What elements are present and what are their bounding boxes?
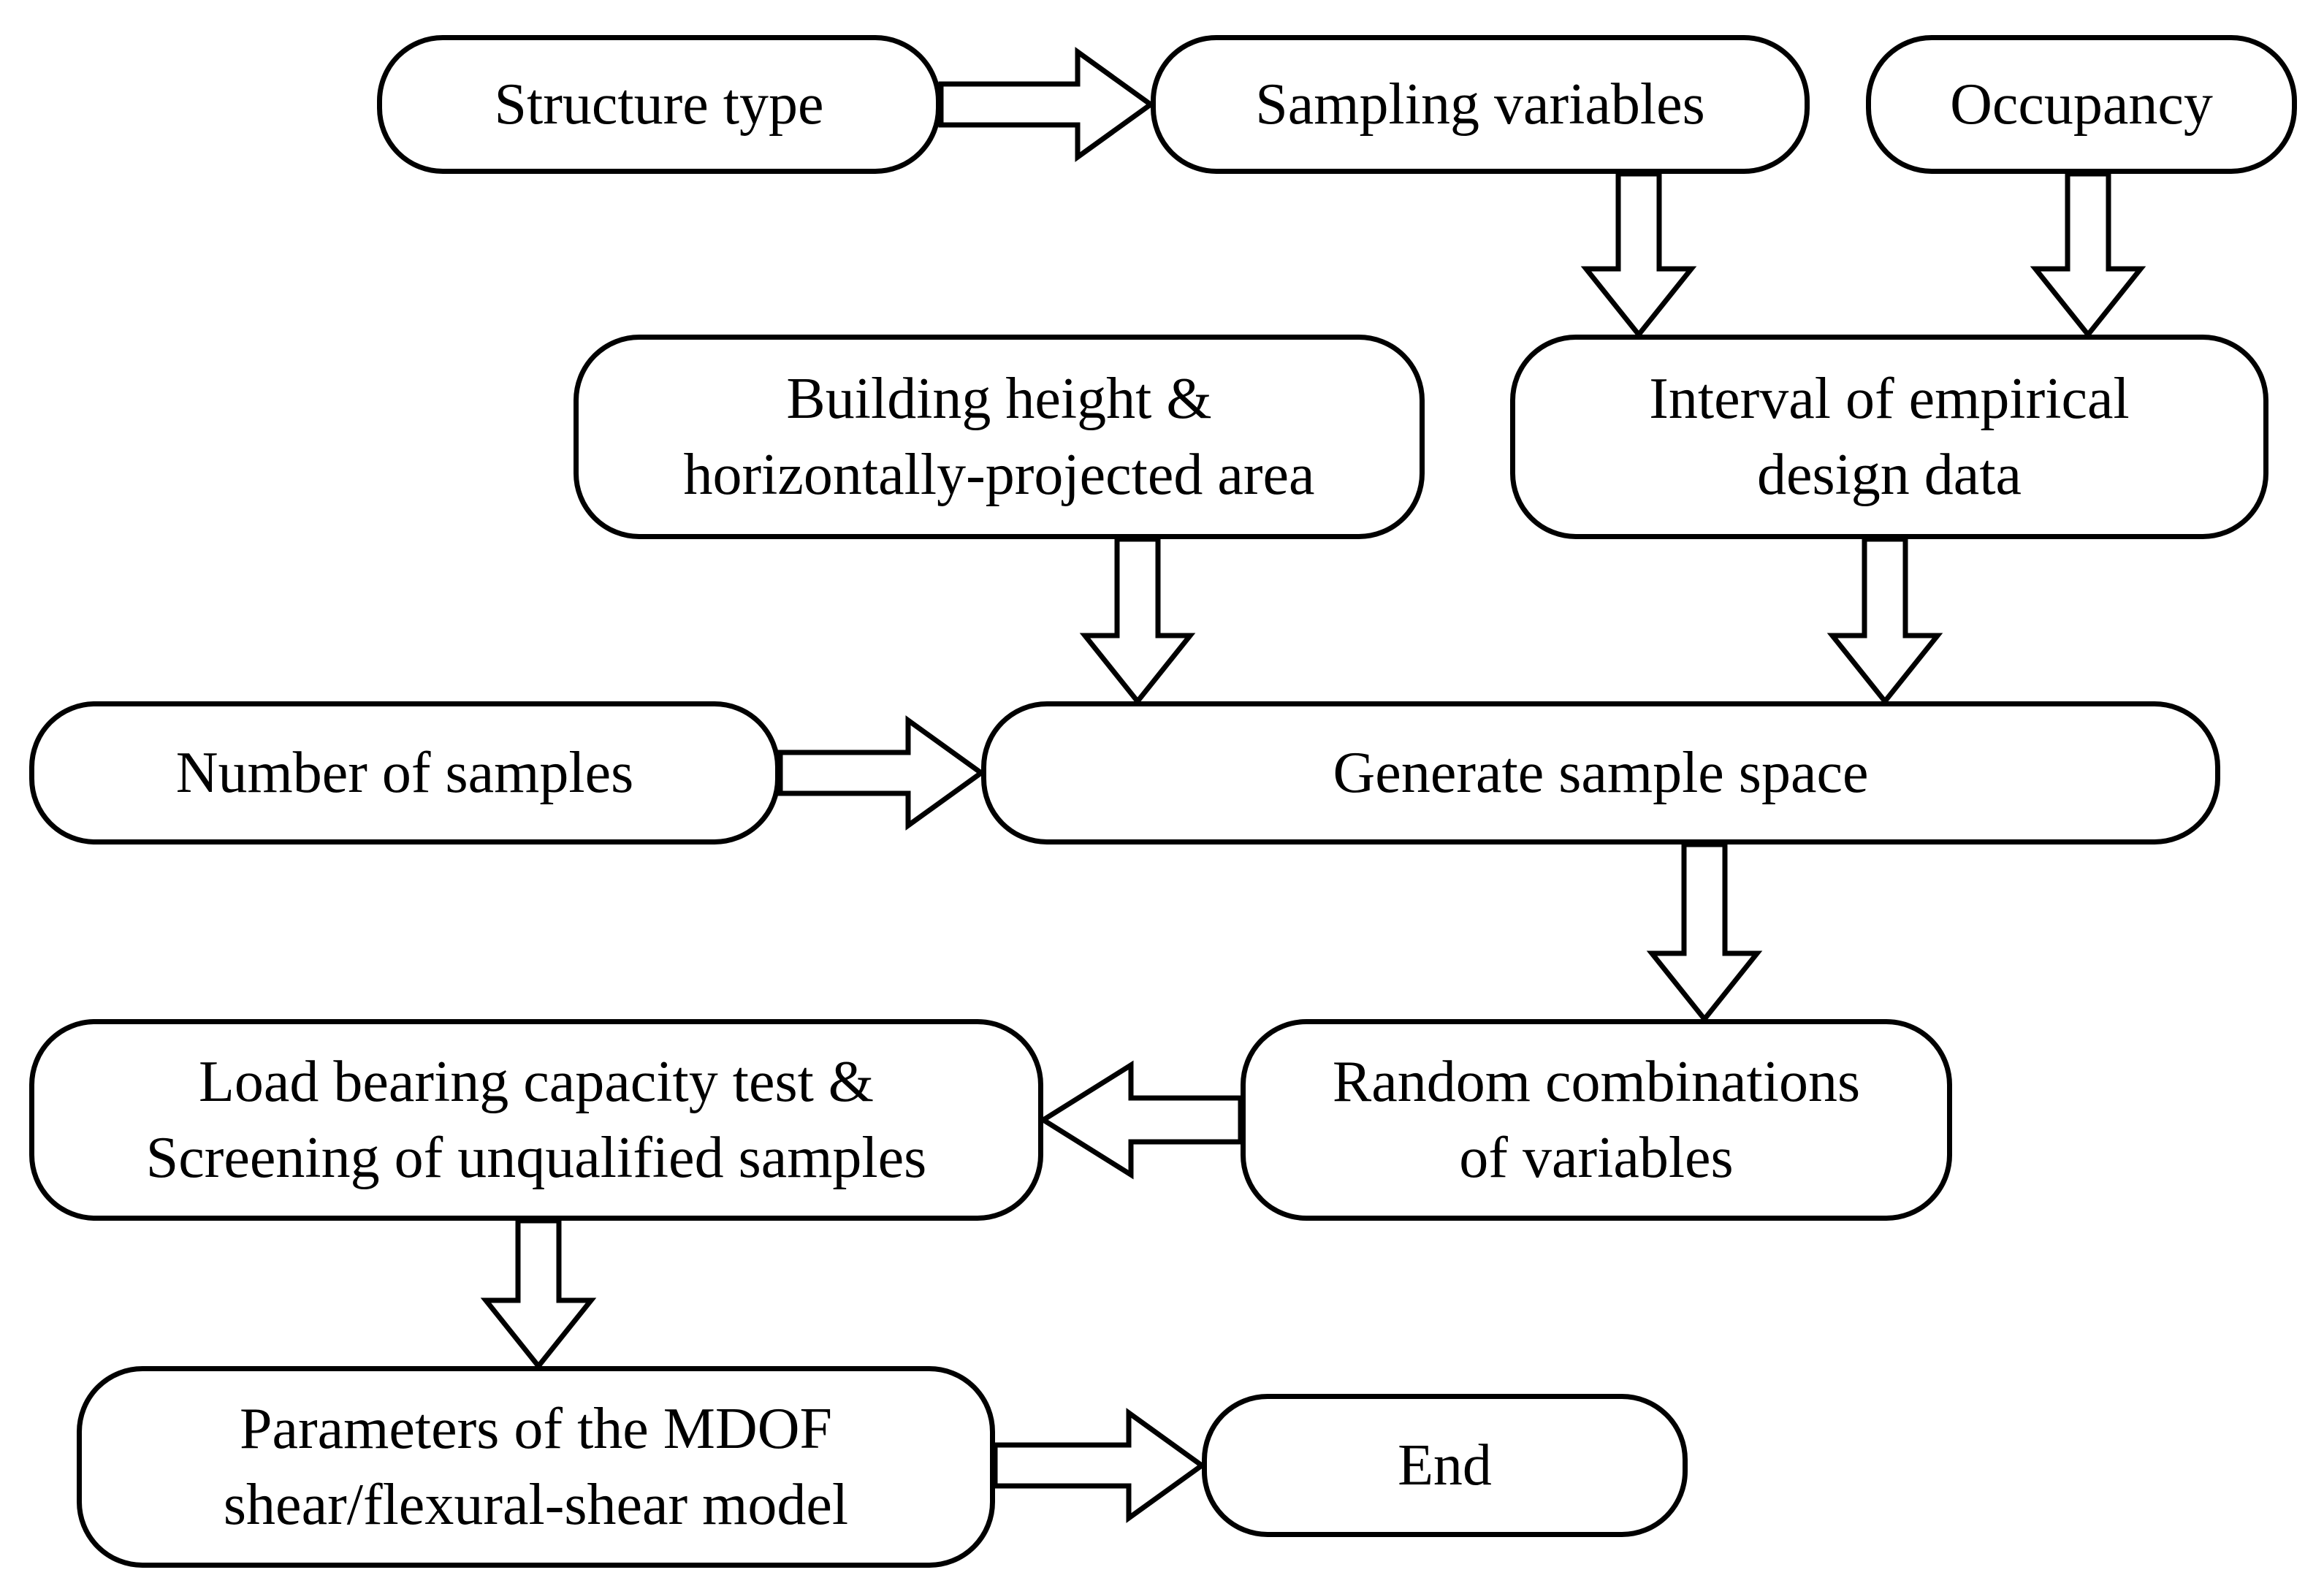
arrow-building-to-generate — [1079, 536, 1196, 706]
node-label-line: Generate sample space — [1333, 741, 1869, 805]
arrow-structure-to-sampling — [938, 47, 1155, 162]
node-label-line: Building height & — [786, 367, 1212, 431]
node-label-line: Sampling variables — [1255, 72, 1705, 137]
node-label-line: End — [1398, 1433, 1492, 1498]
node-label-line: horizontally-projected area — [683, 443, 1315, 507]
node-label-line: shear/flexural-shear model — [223, 1473, 849, 1537]
node-sampling-variables: Sampling variables — [1151, 35, 1810, 174]
arrow-interval-to-generate — [1826, 536, 1943, 706]
node-structure-type: Structure type — [377, 35, 941, 174]
node-label-line: Structure type — [494, 72, 824, 137]
node-label-line: Parameters of the MDOF — [240, 1397, 832, 1461]
node-label-line: design data — [1756, 443, 2022, 507]
node-end: End — [1202, 1394, 1688, 1537]
arrow-occupancy-to-interval — [2030, 171, 2146, 339]
node-label-line: Interval of empirical — [1649, 367, 2130, 431]
node-interval-design-data: Interval of empirical design data — [1510, 335, 2268, 539]
node-label-line: Load bearing capacity test & — [198, 1050, 875, 1114]
node-label-line: Occupancy — [1950, 72, 2213, 137]
arrow-load-to-mdof — [480, 1218, 597, 1370]
node-number-of-samples: Number of samples — [29, 701, 780, 845]
node-random-combinations: Random combinations of variables — [1241, 1019, 1952, 1221]
node-label-line: Number of samples — [175, 741, 634, 805]
node-label-line: Random combinations — [1332, 1050, 1861, 1114]
arrow-random-to-load — [1038, 1060, 1243, 1180]
node-occupancy: Occupancy — [1866, 35, 2297, 174]
node-generate-sample-space: Generate sample space — [981, 701, 2220, 845]
node-label-line: Screening of unqualified samples — [145, 1126, 927, 1190]
node-building-height: Building height & horizontally-projected… — [574, 335, 1425, 539]
arrow-generate-to-random — [1646, 842, 1763, 1023]
node-load-bearing-test: Load bearing capacity test & Screening o… — [29, 1019, 1043, 1221]
node-label-line: of variables — [1459, 1126, 1734, 1190]
arrow-mdof-to-end — [992, 1408, 1206, 1523]
arrow-samples-to-generate — [777, 715, 986, 831]
arrow-sampling-to-interval — [1580, 171, 1697, 339]
node-mdof-parameters: Parameters of the MDOF shear/flexural-sh… — [77, 1366, 995, 1568]
